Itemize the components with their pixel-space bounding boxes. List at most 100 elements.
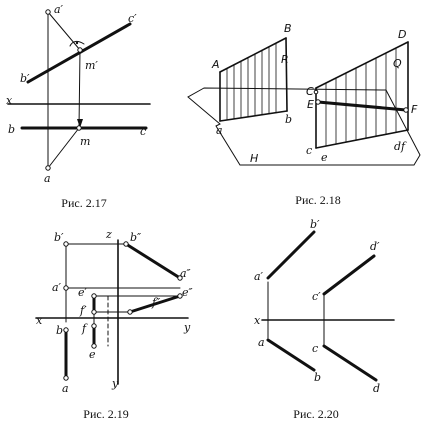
label-B: B [284,22,292,35]
edge-cd [315,41,409,89]
edge-cd-bottom [315,129,409,149]
label-a1: a′ [254,270,264,283]
point-f2 [127,309,133,315]
fig-2-20: b′ d′ a′ c′ x a c b d Рис. 2.20 [254,218,395,421]
caption-fig-2-18: Рис. 2.18 [295,193,340,207]
edge-ab-bottom [219,110,288,122]
arrow-head [77,119,83,128]
point-m [76,125,82,131]
line-b1c1 [26,22,132,84]
label-b: b [285,113,292,126]
label-f1: f′ [79,304,87,317]
right-angle-arc [69,40,85,47]
edge-ab [219,37,287,73]
label-x: x [254,314,261,327]
point-e [91,343,97,349]
label-Q: Q [393,57,402,70]
label-z: z [105,228,112,241]
plane-h-outline [187,87,421,166]
label-e1: e′ [78,286,88,299]
point-a2 [177,275,183,281]
hatching-r [226,42,277,121]
label-c: c [140,125,146,138]
label-A: A [211,58,220,71]
fig-2-17: a′ c′ b′ m′ x b m c a Рис. 2.17 [6,3,151,210]
label-m1: m′ [85,59,98,72]
label-C: C [306,85,314,98]
label-b1: b′ [54,231,64,244]
right-angle-dot [75,41,79,45]
label-f: f [81,322,88,335]
point-c [313,89,319,95]
label-b: b [314,371,321,384]
label-F: F [411,103,418,116]
point-f [403,107,409,113]
label-R: R [281,53,289,66]
label-y2: y [111,377,119,390]
caption-fig-2-19: Рис. 2.19 [83,407,128,421]
label-a: a [44,172,51,185]
point-b1 [63,241,69,247]
caption-fig-2-20: Рис. 2.20 [293,407,338,421]
label-c: c [312,342,318,355]
label-d1: d′ [370,240,380,253]
point-f [91,323,97,329]
point-e1 [91,293,97,299]
fig-2-19: z b′ b″ a′ a″ e′ e″ f′ f″ x y y b f e a … [35,228,194,421]
point-b2 [123,241,129,247]
line-ef [316,100,408,112]
plane-r [219,37,288,122]
projection-line-m [78,49,81,129]
point-a [63,375,69,381]
label-e2: e″ [182,286,194,299]
line-f2e2 [128,294,182,314]
label-d: d [373,382,380,395]
point-f1 [91,309,97,315]
line-cd [322,344,378,382]
line-a1b1 [266,230,316,280]
plane-q [313,41,409,149]
label-a1: a′ [54,3,64,16]
label-b: b [8,123,15,136]
label-e: e [89,348,96,361]
label-c1: c′ [312,290,321,303]
label-b1: b′ [310,218,320,231]
label-b2: b″ [130,231,142,244]
label-e: e [321,151,328,164]
label-b: b [56,324,63,337]
label-a: a [62,382,69,395]
point-a [45,165,51,171]
label-df: df [394,140,407,153]
line-ab [266,338,316,372]
hatching-q [325,47,397,147]
label-c1: c′ [128,12,137,25]
line-a1m1 [47,11,81,51]
label-y: y [183,321,191,334]
label-c2: c [306,144,312,157]
label-b1: b′ [20,72,30,85]
label-m: m [80,135,90,148]
label-a: a [216,124,223,137]
fig-2-18: A B R a b H D Q C E F c e df Рис. 2.18 [187,22,421,207]
label-x: x [6,94,13,107]
point-m1 [77,47,83,53]
label-f2: f″ [151,296,161,309]
point-a1 [45,9,51,15]
point-e [315,99,321,105]
label-D: D [398,28,406,41]
label-H: H [250,152,258,165]
line-am [47,127,80,169]
point-a1 [63,285,69,291]
label-a1: a′ [52,281,62,294]
line-b2a2 [124,242,182,280]
label-a: a [258,336,265,349]
line-c1d1 [322,254,376,296]
label-x: x [36,314,43,327]
point-e2 [177,293,183,299]
point-b [63,327,69,333]
caption-fig-2-17: Рис. 2.17 [61,196,106,210]
label-a2: a″ [180,267,192,280]
label-E: E [307,98,314,111]
